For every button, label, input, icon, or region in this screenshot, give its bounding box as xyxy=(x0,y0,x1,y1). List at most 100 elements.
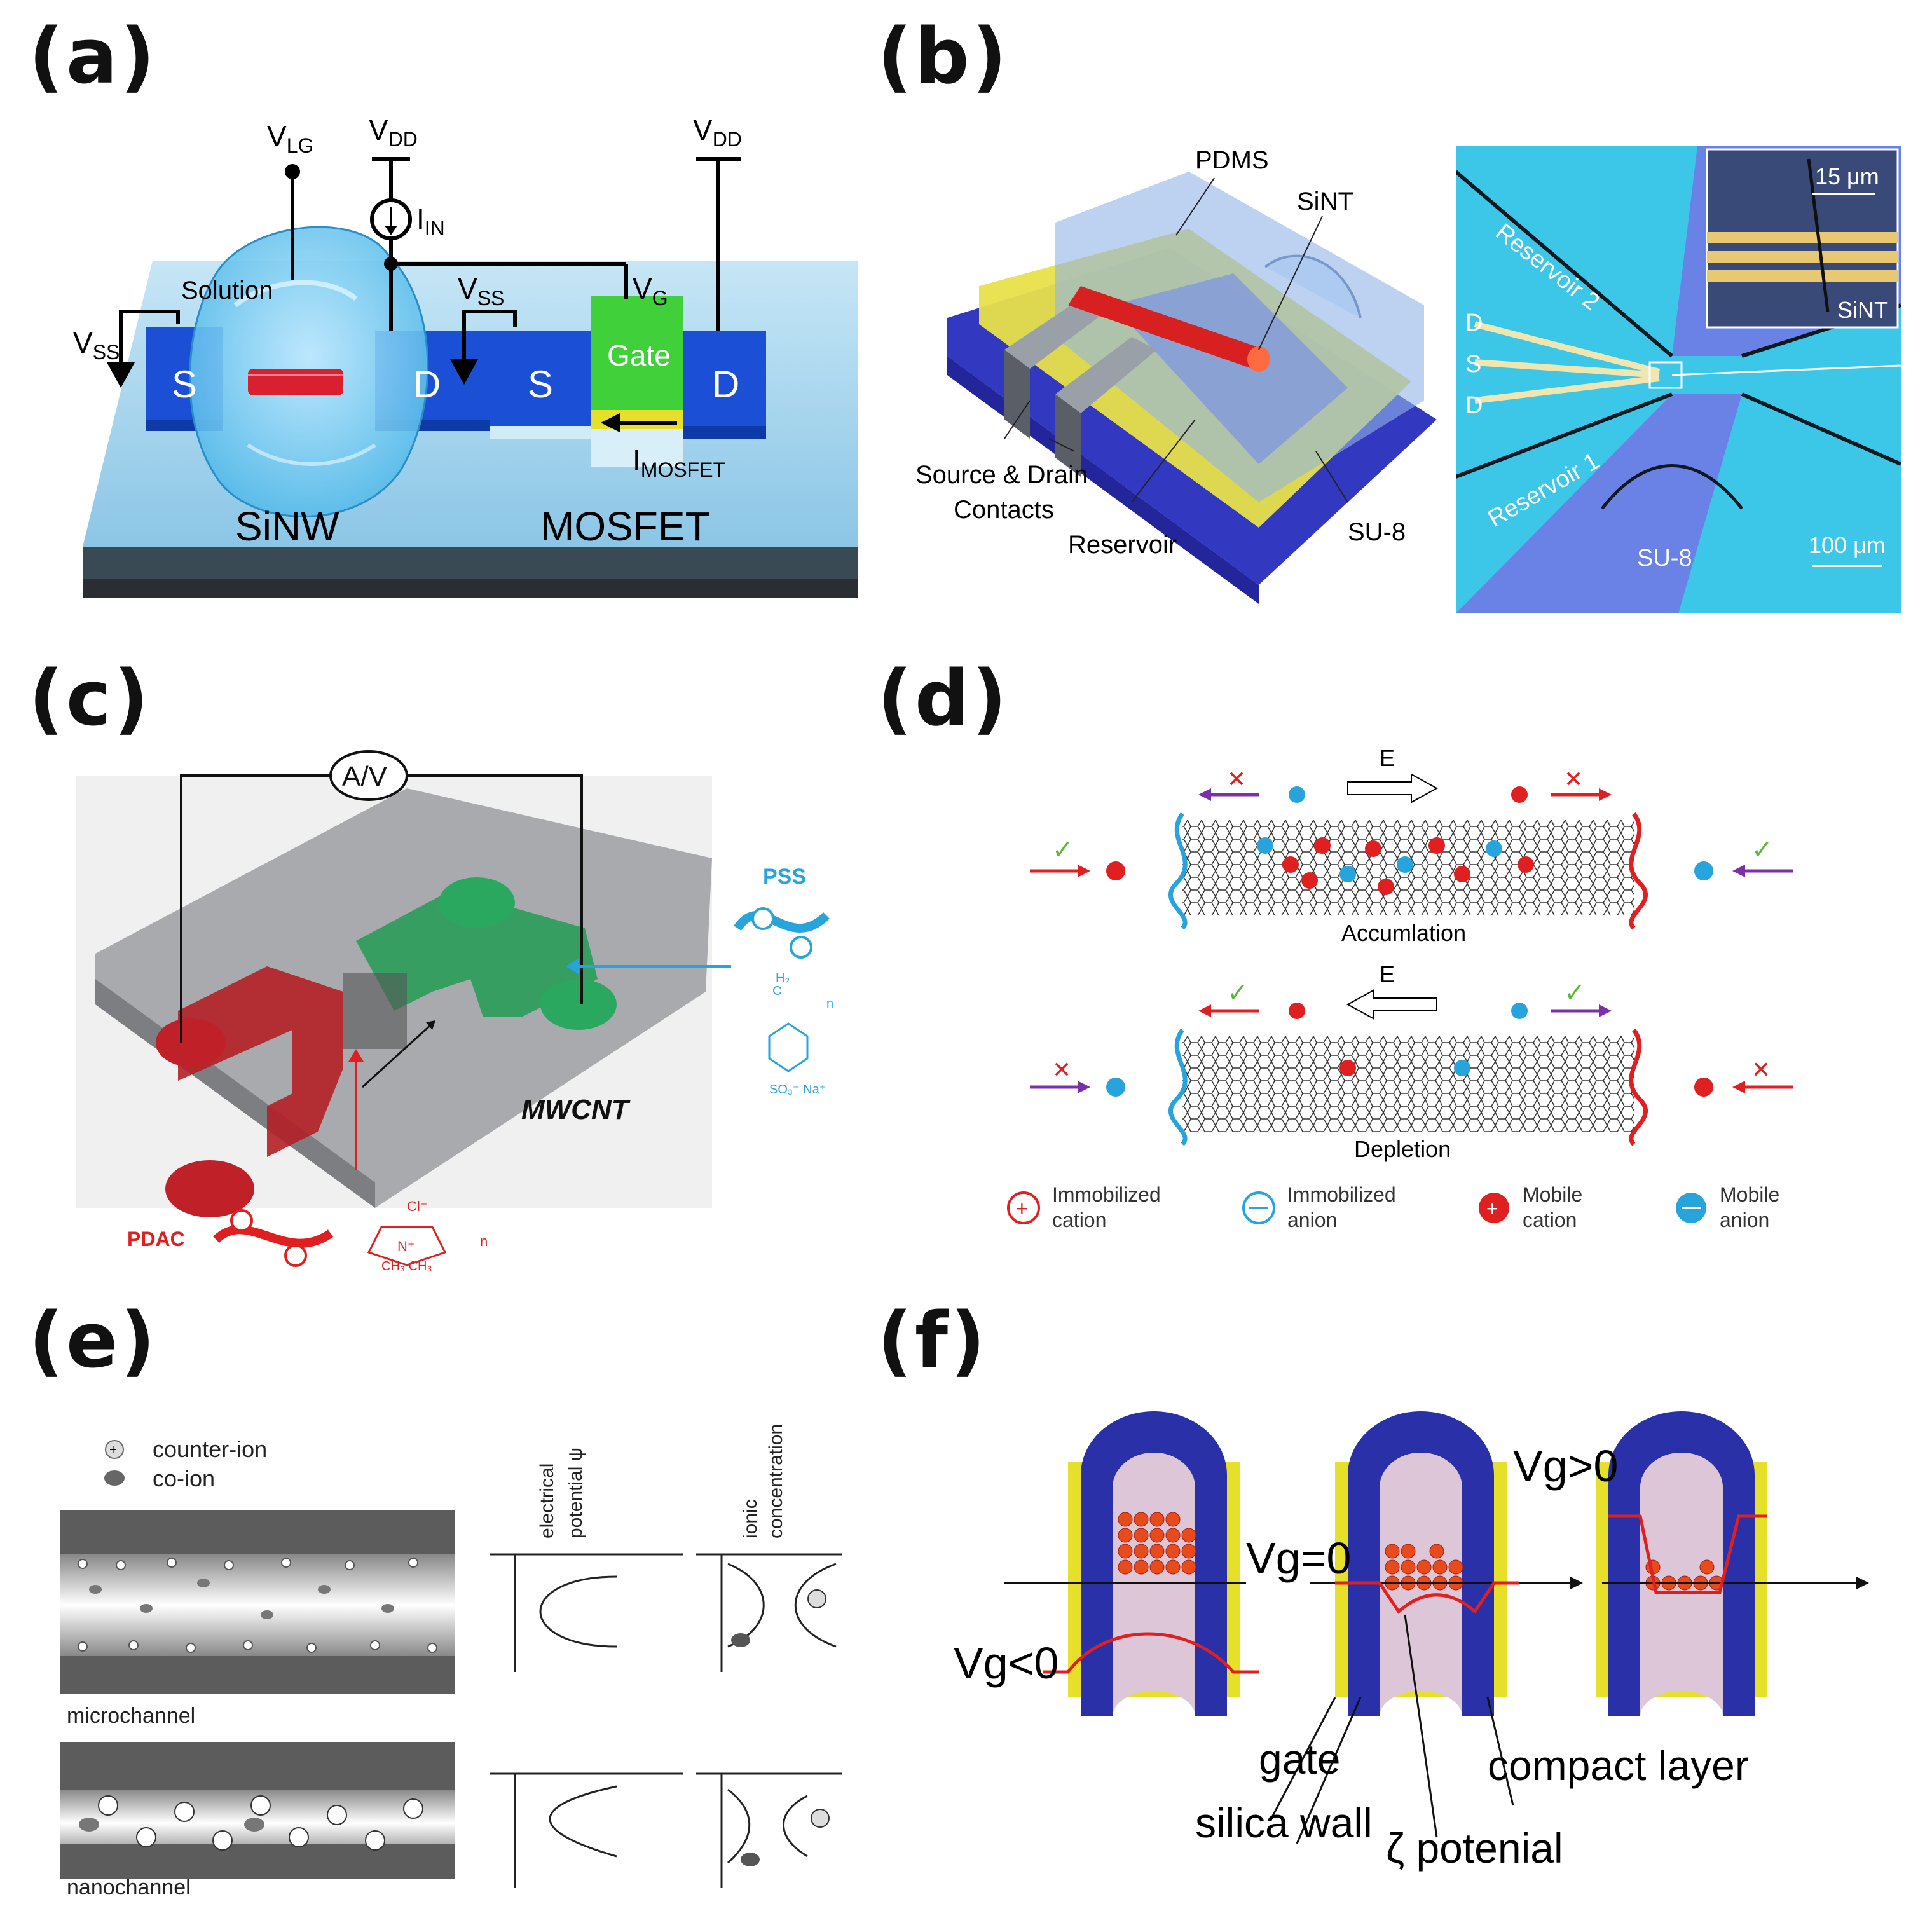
mwcnt-mesh xyxy=(343,973,407,1049)
panel-d-label: (d) xyxy=(877,655,1010,743)
tube-vg-pos xyxy=(1596,1411,1767,1716)
svg-text:compact layer: compact layer xyxy=(1488,1742,1749,1789)
svg-text:microchannel: microchannel xyxy=(67,1704,195,1728)
mosfet-label: MOSFET xyxy=(540,503,710,549)
svg-text:Vg>0: Vg>0 xyxy=(1513,1441,1618,1491)
svg-text:Contacts: Contacts xyxy=(954,496,1054,524)
svg-text:SO₃⁻ Na⁺: SO₃⁻ Na⁺ xyxy=(769,1083,826,1097)
pdac-electrode xyxy=(178,966,343,1157)
svg-text:SiNT: SiNT xyxy=(1837,297,1888,323)
svg-text:✓: ✓ xyxy=(1564,979,1586,1007)
svg-text:✕: ✕ xyxy=(1751,1057,1771,1083)
svg-text:VDD: VDD xyxy=(369,114,418,151)
svg-text:H₂: H₂ xyxy=(776,971,790,985)
mosfet-source xyxy=(490,331,591,426)
svg-text:PSS: PSS xyxy=(763,865,806,889)
svg-text:potential ψ: potential ψ xyxy=(565,1448,586,1538)
potential-vg-neg xyxy=(1043,1632,1259,1674)
svg-text:Accumlation: Accumlation xyxy=(1341,920,1466,946)
svg-text:cation: cation xyxy=(1052,1209,1106,1231)
svg-text:SU-8: SU-8 xyxy=(1348,518,1406,546)
svg-text:N⁺: N⁺ xyxy=(397,1238,415,1254)
svg-text:A/V: A/V xyxy=(342,761,388,792)
svg-text:n: n xyxy=(480,1233,488,1249)
svg-text:✕: ✕ xyxy=(1564,766,1583,792)
svg-text:✓: ✓ xyxy=(1227,979,1249,1007)
panel-b-label: (b) xyxy=(877,13,1010,101)
panel-e-label: (e) xyxy=(29,1297,158,1385)
svg-text:Cl⁻: Cl⁻ xyxy=(407,1198,427,1214)
substrate-side xyxy=(83,547,858,585)
svg-text:cation: cation xyxy=(1523,1209,1577,1231)
svg-text:E: E xyxy=(1380,961,1395,987)
svg-text:silica wall: silica wall xyxy=(1195,1799,1373,1846)
mosfet-drain xyxy=(683,331,766,426)
panel-c-label: (c) xyxy=(29,655,151,743)
svg-text:n: n xyxy=(826,997,833,1011)
svg-text:15 μm: 15 μm xyxy=(1815,163,1879,189)
svg-text:VG: VG xyxy=(633,272,668,310)
svg-text:✕: ✕ xyxy=(1052,1057,1071,1083)
svg-text:Gate: Gate xyxy=(607,339,671,372)
svg-text:IIN: IIN xyxy=(416,202,445,240)
svg-text:VSS: VSS xyxy=(458,272,504,310)
svg-text:100 μm: 100 μm xyxy=(1809,532,1886,558)
svg-text:+: + xyxy=(1486,1197,1498,1220)
panel-e-diagram: + counter-ion co-ion microchannel nanoch… xyxy=(60,1424,842,1900)
svg-text:counter-ion: counter-ion xyxy=(153,1436,267,1462)
pdms-block xyxy=(1055,172,1424,502)
svg-text:SU-8: SU-8 xyxy=(1637,545,1692,572)
svg-text:Vg=0: Vg=0 xyxy=(1246,1533,1351,1583)
svg-text:VSS: VSS xyxy=(73,326,120,364)
vlg-label: V xyxy=(267,120,287,153)
svg-text:✓: ✓ xyxy=(1751,836,1773,864)
svg-text:D: D xyxy=(712,363,739,406)
panel-b-schematic: PDMS SiNT Source & Drain Contacts Reserv… xyxy=(915,146,1437,604)
svg-text:Vg<0: Vg<0 xyxy=(954,1638,1058,1688)
svg-text:Depletion: Depletion xyxy=(1354,1136,1451,1162)
svg-text:VLG: VLG xyxy=(267,120,313,157)
svg-text:IMOSFET: IMOSFET xyxy=(633,444,725,481)
svg-text:gate: gate xyxy=(1259,1736,1340,1783)
svg-text:VDD: VDD xyxy=(693,114,742,151)
sint-tube xyxy=(1068,286,1265,369)
svg-text:PDMS: PDMS xyxy=(1195,146,1269,174)
svg-text:anion: anion xyxy=(1720,1209,1769,1231)
svg-text:co-ion: co-ion xyxy=(153,1465,215,1491)
svg-text:anion: anion xyxy=(1287,1209,1337,1231)
panel-c-diagram: A/V MWCNT PSS H₂ C n SO₃⁻ Na⁺ PDAC Cl⁻ N… xyxy=(76,750,833,1271)
svg-text:C: C xyxy=(772,984,781,998)
svg-text:Immobilized: Immobilized xyxy=(1052,1183,1161,1206)
svg-text:PDAC: PDAC xyxy=(127,1228,185,1250)
svg-text:Source & Drain: Source & Drain xyxy=(915,461,1088,489)
svg-text:Reservoir: Reservoir xyxy=(1068,531,1177,559)
svg-text:CH₃ CH₃: CH₃ CH₃ xyxy=(381,1259,432,1271)
panel-d-diagram: E Accumlation E Depletion ✕ ✕ ✓ ✓ ✓ ✓ ✕ xyxy=(1007,745,1793,1231)
svg-text:electrical: electrical xyxy=(537,1463,558,1538)
svg-text:D: D xyxy=(1465,392,1483,419)
panel-d-legend: + Immobilized cation Immobilized anion +… xyxy=(1007,1183,1779,1231)
svg-text:nanochannel: nanochannel xyxy=(67,1875,191,1900)
svg-text:D: D xyxy=(413,363,441,406)
sinw-label: SiNW xyxy=(235,503,339,549)
potential-vg-zero xyxy=(1335,1581,1519,1614)
svg-text:D: D xyxy=(1465,310,1483,336)
svg-text:+: + xyxy=(109,1443,117,1457)
svg-text:✓: ✓ xyxy=(1052,836,1074,864)
panel-f-diagram: Vg<0 Vg=0 Vg>0 gate silica wall compact … xyxy=(954,1411,1869,1872)
potential-vg-pos xyxy=(1608,1514,1767,1594)
svg-text:+: + xyxy=(1016,1197,1028,1220)
accumulation-ions xyxy=(1257,837,1534,895)
svg-text:Mobile: Mobile xyxy=(1523,1183,1582,1206)
svg-text:ionic: ionic xyxy=(740,1499,761,1538)
pss-electrode xyxy=(356,890,598,1017)
tube-vg-neg xyxy=(1068,1411,1240,1716)
av-meter xyxy=(329,750,408,801)
panel-b-micrograph: 15 μm SiNT Reservoir 2 Reservoir 1 D S D… xyxy=(1456,146,1901,613)
svg-text:E: E xyxy=(1380,745,1395,771)
svg-text:✕: ✕ xyxy=(1227,766,1246,792)
mwcnt-label: MWCNT xyxy=(521,1094,631,1125)
cnt-depletion xyxy=(1182,1036,1634,1132)
svg-text:SiNT: SiNT xyxy=(1297,188,1353,216)
panel-f-label: (f) xyxy=(877,1297,988,1385)
